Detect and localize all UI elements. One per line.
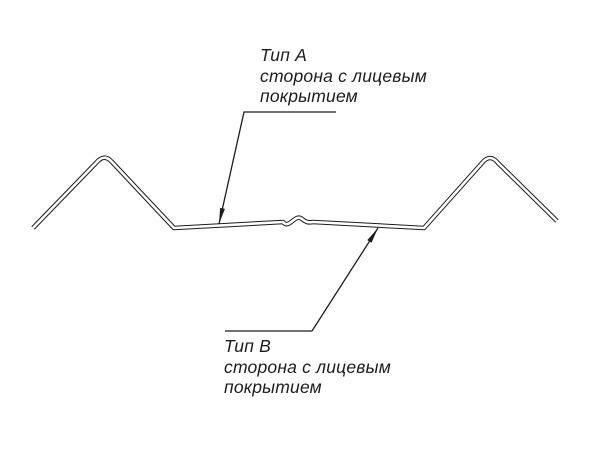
- label-type-b: Тип В сторона с лицевым покрытием: [224, 336, 391, 397]
- arrowhead-a-icon: [219, 207, 225, 224]
- leader-line-b: [225, 227, 379, 332]
- leader-line-a: [218, 111, 336, 225]
- label-type-a: Тип А сторона с лицевым покрытием: [260, 45, 427, 106]
- label-type-b-title: Тип В: [224, 336, 272, 356]
- label-type-a-line2: покрытием: [260, 86, 358, 106]
- profile-outline-core: [32, 156, 558, 230]
- label-type-a-line1: сторона с лицевым: [260, 66, 427, 86]
- label-type-a-title: Тип А: [260, 45, 308, 65]
- arrowhead-b-icon: [367, 228, 378, 243]
- label-type-b-line2: покрытием: [224, 377, 322, 397]
- label-type-b-line1: сторона с лицевым: [224, 357, 391, 377]
